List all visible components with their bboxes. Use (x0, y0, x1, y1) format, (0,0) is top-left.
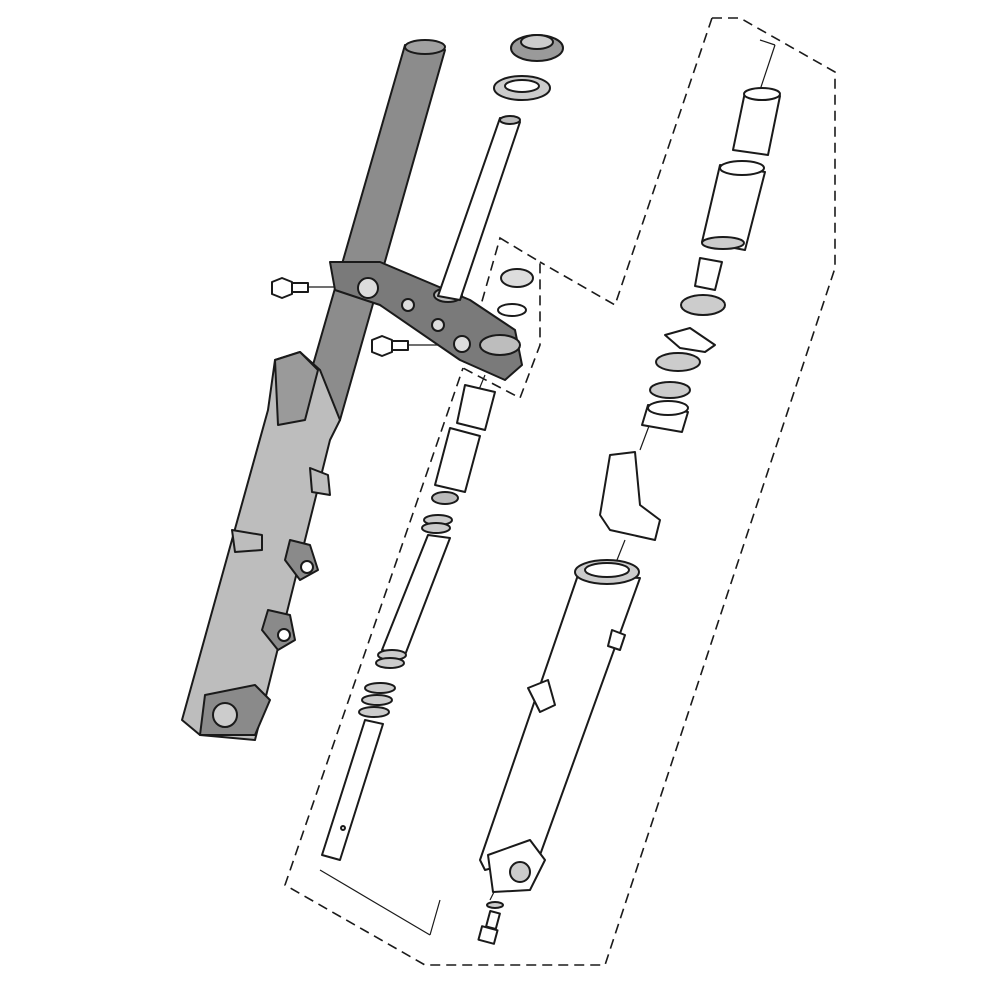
socket-bolt-head-icon (477, 925, 499, 945)
bolt-thread (485, 909, 501, 931)
fork-cap-top (520, 34, 554, 50)
oil-seal-washer (655, 352, 701, 372)
right-column-parts (599, 87, 781, 541)
hex-bolt-head-icon (271, 277, 293, 299)
inner-fork-tube (299, 44, 446, 421)
caliper-bolt-hole-upper (300, 560, 314, 574)
stem-nut (500, 268, 534, 288)
bolt-shank (391, 340, 409, 351)
washer-hole (504, 79, 540, 93)
fork-spring (381, 534, 451, 656)
dashed-group-outline-outer (284, 17, 836, 966)
dust-seal-top (647, 400, 689, 416)
bushing-top (743, 87, 781, 101)
spring-seat (431, 491, 459, 505)
outer-tube-body (479, 574, 641, 871)
collar-upper (456, 384, 496, 431)
dashed-group-outline-top (539, 17, 713, 307)
seal-spacer (680, 294, 726, 316)
fork-leg-guard-top (274, 351, 319, 426)
clamp-bolt-hole-1 (401, 298, 415, 312)
axle-hole (212, 702, 238, 728)
fender-bracket (527, 679, 556, 713)
slide-bushing (694, 257, 723, 291)
fork-spring-upper (421, 514, 453, 534)
bushing-upper (732, 91, 781, 156)
axle-hole-right (509, 861, 531, 883)
middle-column-parts (321, 34, 564, 861)
outer-fork-tube-right (479, 559, 641, 893)
fender-mount-upper (309, 467, 331, 496)
stem-top (499, 115, 521, 125)
piston-tube-top (719, 160, 765, 176)
damper-rod (321, 719, 384, 861)
outer-tube-bore (584, 562, 630, 578)
caliper-bolt-hole-lower (277, 628, 291, 642)
o-ring (497, 303, 527, 317)
fork-spring-lower (375, 649, 407, 669)
fork-top-cap (404, 39, 446, 55)
damper-rod-hole (340, 825, 346, 831)
rebound-spring (358, 682, 396, 718)
clamp-hole-left (357, 277, 379, 299)
clamp-bolt-hole-3 (453, 335, 471, 353)
piston-tube-base (701, 236, 745, 250)
fork-guard (599, 451, 661, 541)
pinch-bolt-lower (371, 335, 409, 357)
pinch-bolt-upper (271, 277, 309, 299)
spacer-tube (434, 427, 481, 493)
oil-seal (649, 381, 691, 399)
hex-bolt-head-icon (371, 335, 393, 357)
clamp-fork-bore (479, 334, 521, 356)
caliper-bracket (607, 629, 626, 651)
clamp-bolt-hole-2 (431, 318, 445, 332)
circlip (664, 327, 716, 353)
copper-washer (486, 901, 504, 909)
bolt-shank (291, 282, 309, 293)
damper-bolt (477, 901, 504, 945)
fender-mount (231, 529, 263, 553)
